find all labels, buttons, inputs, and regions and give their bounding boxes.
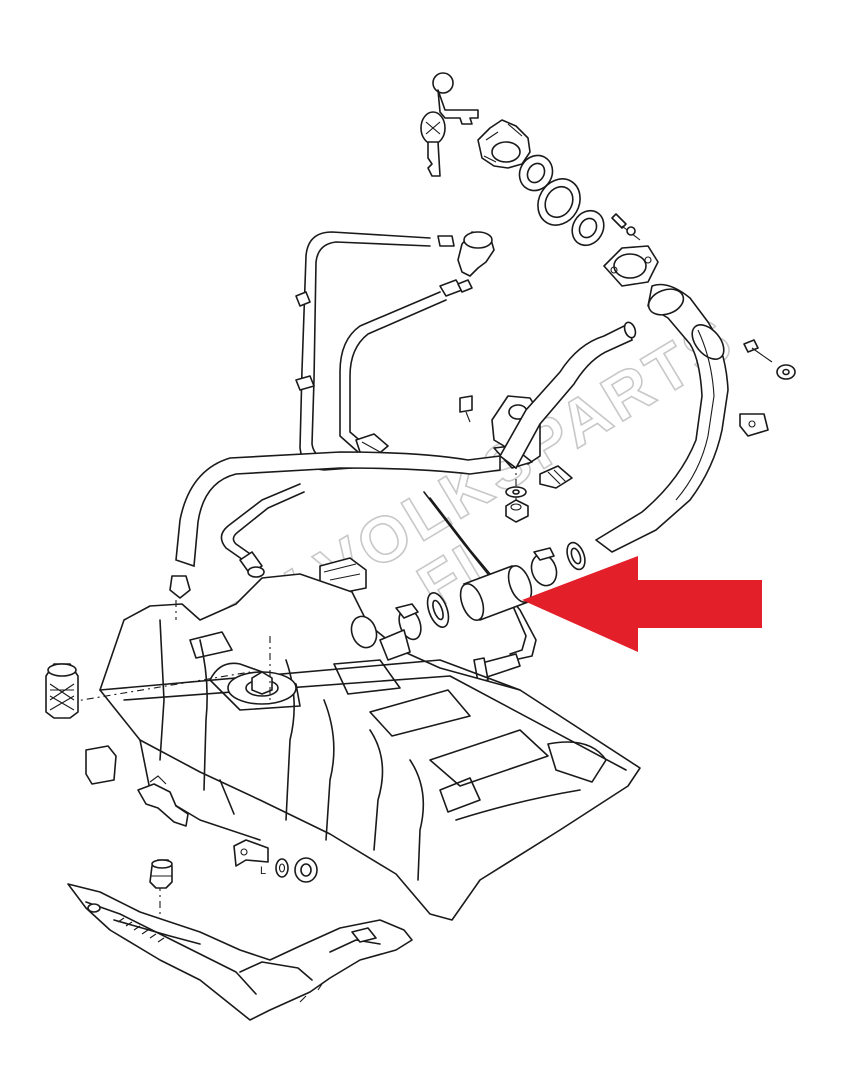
connecting-hose-highlighted xyxy=(459,564,533,622)
rubber-mount xyxy=(149,859,173,889)
part-label-L: L xyxy=(260,865,266,877)
neck-bracket xyxy=(739,413,769,437)
filler-seals xyxy=(518,154,605,247)
small-bracket xyxy=(233,839,269,867)
vent-valve xyxy=(437,231,495,297)
flange-screw xyxy=(611,213,641,241)
filler-flange-plate xyxy=(603,245,659,287)
highlight-arrow xyxy=(522,556,762,652)
mount-washer-nut xyxy=(505,462,529,523)
mounting-clip-left xyxy=(137,775,189,827)
key-set xyxy=(420,72,479,177)
tank-under-pan xyxy=(67,883,413,1021)
foam-pad-small xyxy=(85,745,117,785)
tank-vent-pipe xyxy=(220,483,305,578)
breather-hose-long xyxy=(169,321,637,599)
grommets xyxy=(275,857,318,883)
vent-line-clip xyxy=(355,433,389,457)
filler-neck-pipe xyxy=(595,283,729,553)
hose-clamps xyxy=(395,541,586,641)
red-arrow-indicator xyxy=(522,556,762,652)
locking-filler-cap xyxy=(477,119,531,169)
strainer-cap xyxy=(45,663,79,719)
return-line xyxy=(423,491,537,683)
bolt-right xyxy=(743,339,796,380)
fuel-tank xyxy=(99,573,641,921)
